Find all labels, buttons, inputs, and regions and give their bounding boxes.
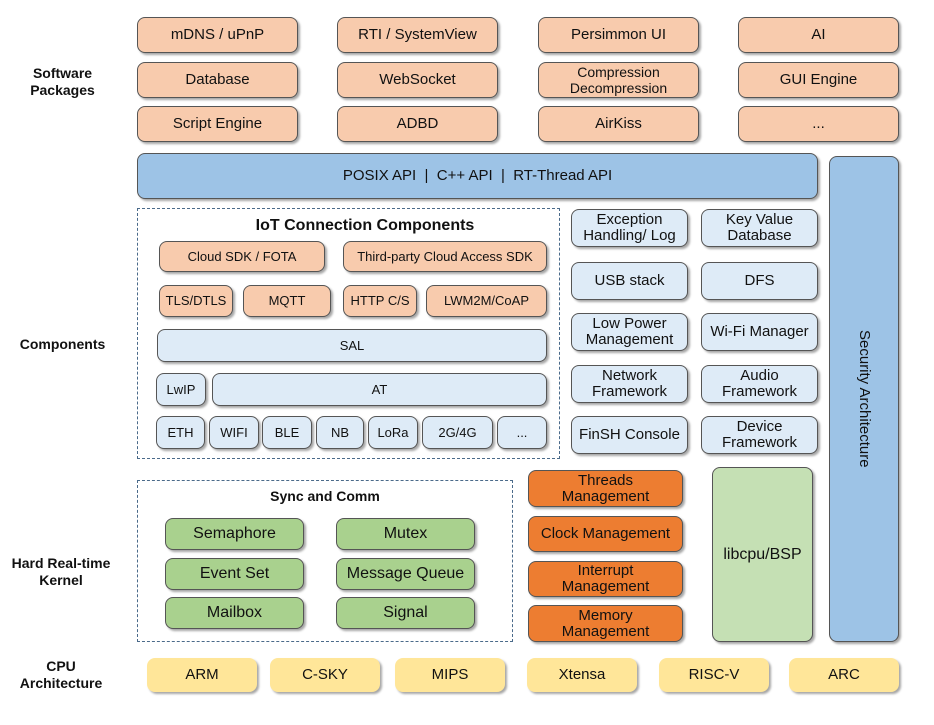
security-architecture-label: Security Architecture: [856, 330, 873, 468]
iot-link-2g4g: 2G/4G: [422, 416, 493, 449]
pkg-gui-engine: GUI Engine: [738, 62, 899, 98]
comp-audio-framework: Audio Framework: [701, 365, 818, 403]
kernel-memory-management: Memory Management: [528, 605, 683, 642]
cpu-riscv: RISC-V: [659, 658, 769, 692]
kernel-threads-management: Threads Management: [528, 470, 683, 507]
iot-link-nb: NB: [316, 416, 364, 449]
pkg-adbd: ADBD: [337, 106, 498, 142]
label-components: Components: [19, 336, 106, 352]
api-bar: POSIX API | C++ API | RT-Thread API: [137, 153, 818, 199]
iot-at: AT: [212, 373, 547, 406]
comp-device-framework: Device Framework: [701, 416, 818, 454]
pkg-mdns-upnp: mDNS / uPnP: [137, 17, 298, 53]
pkg-rti-systemview: RTI / SystemView: [337, 17, 498, 53]
iot-link-lora: LoRa: [368, 416, 418, 449]
comp-low-power: Low Power Management: [571, 313, 688, 351]
cpu-arm: ARM: [147, 658, 257, 692]
comp-finsh-console: FinSH Console: [571, 416, 688, 454]
sync-semaphore: Semaphore: [165, 518, 304, 550]
sync-comm-title: Sync and Comm: [270, 488, 380, 504]
iot-tls-dtls: TLS/DTLS: [159, 285, 233, 317]
pkg-websocket: WebSocket: [337, 62, 498, 98]
label-cpu-architecture: CPU Architecture: [19, 658, 103, 691]
iot-components-title: IoT Connection Components: [255, 217, 475, 234]
iot-link-more: ...: [497, 416, 547, 449]
kernel-clock-management: Clock Management: [528, 516, 683, 552]
sync-mailbox: Mailbox: [165, 597, 304, 629]
comp-wifi-manager: Wi-Fi Manager: [701, 313, 818, 351]
iot-lwm2m-coap: LWM2M/CoAP: [426, 285, 547, 317]
comp-exception-handling: Exception Handling/ Log: [571, 209, 688, 247]
label-software-packages: Software Packages: [30, 65, 95, 98]
pkg-database: Database: [137, 62, 298, 98]
pkg-persimmon-ui: Persimmon UI: [538, 17, 699, 53]
iot-sal: SAL: [157, 329, 547, 362]
iot-lwip: LwIP: [156, 373, 206, 406]
security-architecture: Security Architecture: [829, 156, 899, 642]
iot-link-eth: ETH: [156, 416, 205, 449]
kernel-interrupt-management: Interrupt Management: [528, 561, 683, 597]
iot-components-group: [137, 208, 560, 459]
iot-link-wifi: WIFI: [209, 416, 259, 449]
comp-dfs: DFS: [701, 262, 818, 300]
comp-key-value-db: Key Value Database: [701, 209, 818, 247]
cpu-mips: MIPS: [395, 658, 505, 692]
label-hard-realtime-kernel: Hard Real-time Kernel: [11, 555, 111, 588]
cpu-xtensa: Xtensa: [527, 658, 637, 692]
sync-event-set: Event Set: [165, 558, 304, 590]
iot-third-party-sdk: Third-party Cloud Access SDK: [343, 241, 547, 272]
iot-mqtt: MQTT: [243, 285, 331, 317]
libcpu-bsp: libcpu/BSP: [712, 467, 813, 642]
comp-usb-stack: USB stack: [571, 262, 688, 300]
comp-network-framework: Network Framework: [571, 365, 688, 403]
sync-signal: Signal: [336, 597, 475, 629]
pkg-compression: Compression Decompression: [538, 62, 699, 98]
cpu-csky: C-SKY: [270, 658, 380, 692]
pkg-ai: AI: [738, 17, 899, 53]
sync-message-queue: Message Queue: [336, 558, 475, 590]
iot-link-ble: BLE: [262, 416, 312, 449]
sync-comm-group: [137, 480, 513, 642]
pkg-script-engine: Script Engine: [137, 106, 298, 142]
iot-cloud-sdk: Cloud SDK / FOTA: [159, 241, 325, 272]
pkg-more: ...: [738, 106, 899, 142]
iot-http: HTTP C/S: [343, 285, 417, 317]
pkg-airkiss: AirKiss: [538, 106, 699, 142]
cpu-arc: ARC: [789, 658, 899, 692]
sync-mutex: Mutex: [336, 518, 475, 550]
